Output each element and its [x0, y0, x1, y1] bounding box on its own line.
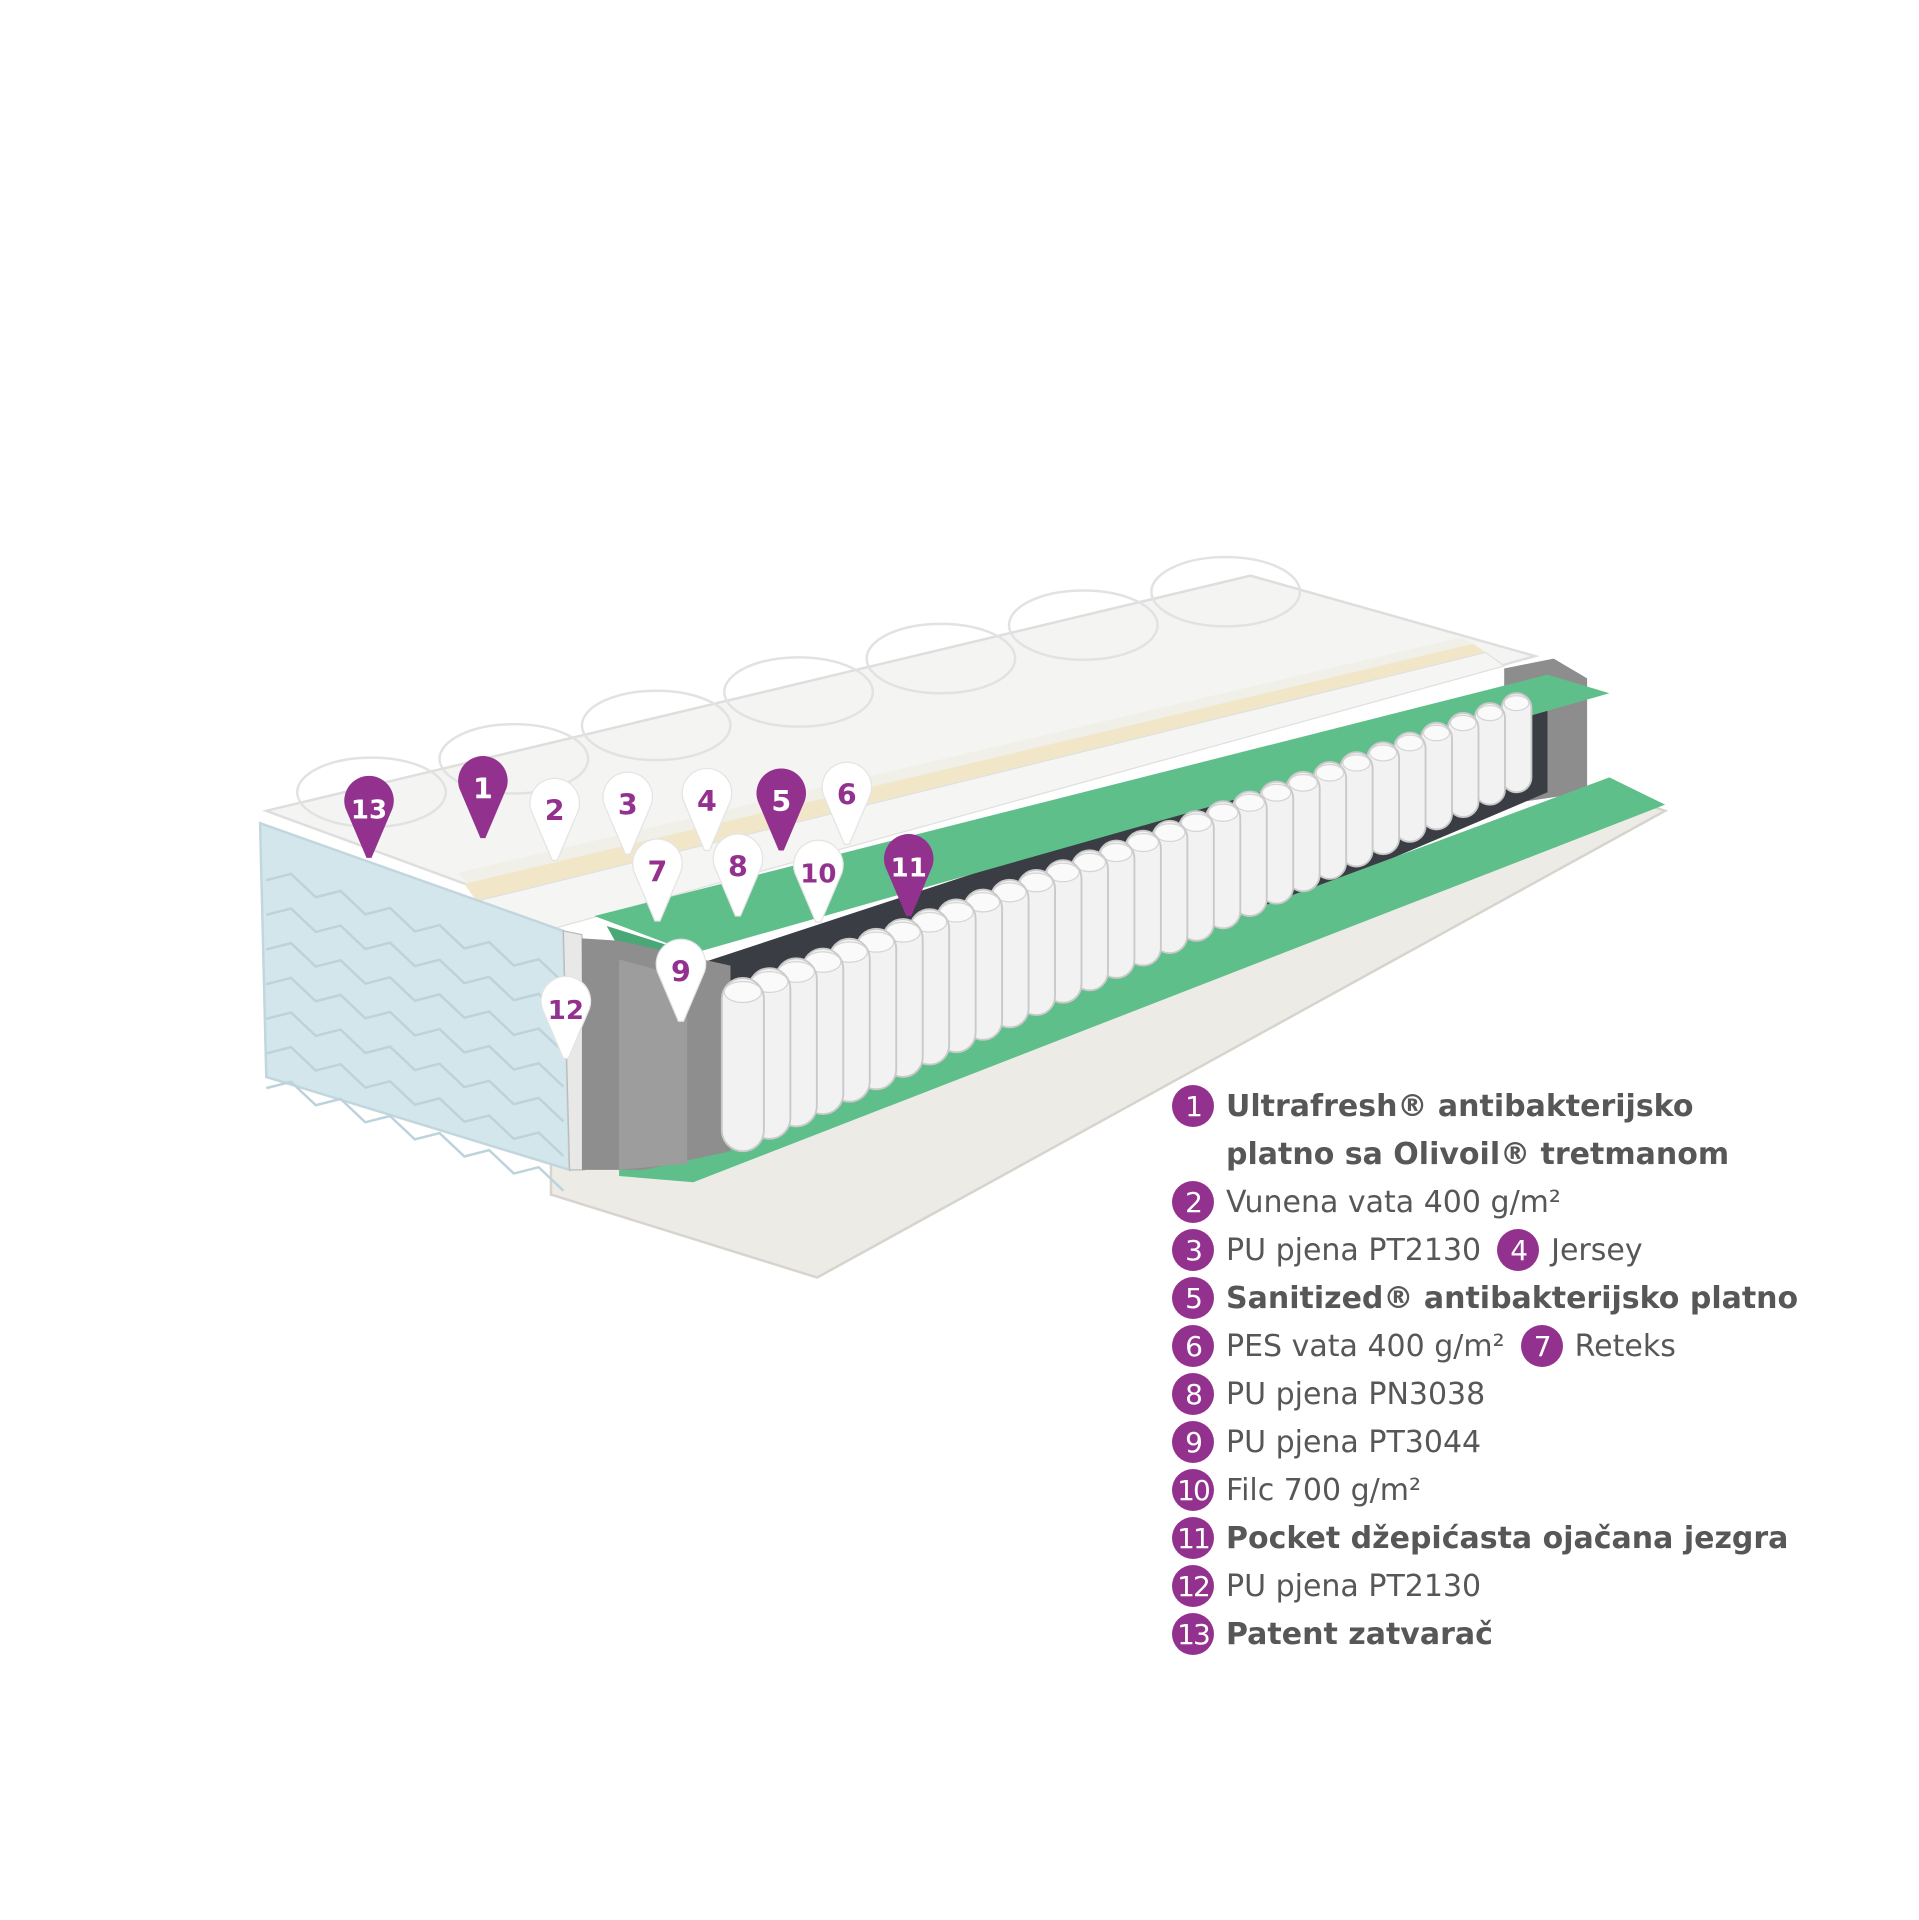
legend-text: PU pjena PT2130: [1226, 1232, 1482, 1268]
wave-line: [265, 976, 565, 1088]
legend-item-2: 2 Vunena vata 400 g/m²: [1172, 1178, 1798, 1226]
legend-item-9: 9 PU pjena PT3044: [1172, 1418, 1798, 1466]
pocket-spring: [1393, 731, 1427, 843]
quilt-cell: [865, 622, 1017, 695]
pocket-spring-core: [720, 692, 1533, 1153]
marker-9[interactable]: 9: [655, 938, 707, 1022]
legend-text: PU pjena PT2130: [1226, 1568, 1482, 1604]
marker-label: 6: [837, 779, 857, 812]
marker-label: 2: [545, 795, 565, 828]
pocket-spring: [1446, 711, 1480, 818]
wave-line: [265, 872, 565, 984]
wave-line: [265, 907, 565, 1019]
marker-label: 4: [697, 785, 717, 818]
marker-label: 5: [771, 785, 791, 818]
pocket-spring: [1473, 702, 1506, 806]
marker-label: 13: [351, 795, 387, 825]
marker-5[interactable]: 5: [756, 768, 806, 851]
legend-item-5: 5 Sanitized® antibakterijsko platno: [1172, 1274, 1798, 1322]
legend-number-badge: 3: [1172, 1229, 1214, 1271]
marker-label: 11: [891, 853, 927, 883]
pocket-spring: [720, 977, 765, 1153]
layer-strip-pu: [464, 643, 1486, 902]
legend-number-badge: 13: [1172, 1613, 1214, 1655]
pocket-spring: [1500, 692, 1533, 794]
legend-text: PU pjena PT3044: [1226, 1424, 1482, 1460]
legend-text: Vunena vata 400 g/m²: [1226, 1184, 1561, 1220]
legend-number-badge: 11: [1172, 1517, 1214, 1559]
legend-number-badge: 2: [1172, 1181, 1214, 1223]
legend-text: Jersey: [1551, 1232, 1643, 1268]
green-foam-top: [594, 674, 1610, 954]
legend-text: Ultrafresh® antibakterijsko: [1226, 1088, 1694, 1124]
legend-item-13: 13 Patent zatvarač: [1172, 1610, 1798, 1658]
quilt-cell: [438, 722, 590, 795]
wave-line: [265, 1011, 565, 1123]
legend-item-12: 12 PU pjena PT2130: [1172, 1562, 1798, 1610]
marker-12[interactable]: 12: [540, 975, 592, 1060]
pocket-spring: [1366, 741, 1401, 856]
legend-item-1: 1 Ultrafresh® antibakterijsko: [1172, 1082, 1798, 1130]
legend-item-3: 3 PU pjena PT2130 4 Jersey: [1172, 1226, 1798, 1274]
legend-number-badge: 6: [1172, 1325, 1214, 1367]
marker-label: 7: [648, 855, 668, 888]
legend-number-badge: 5: [1172, 1277, 1214, 1319]
quilt-cell: [580, 689, 732, 762]
legend-item-11: 11 Pocket džepićasta ojačana jezgra: [1172, 1514, 1798, 1562]
legend-number-badge: 4: [1497, 1229, 1540, 1271]
legend-number-badge: 9: [1172, 1421, 1214, 1463]
quilt-cell: [1007, 589, 1159, 662]
wave-line: [265, 1045, 565, 1157]
pocket-spring: [1285, 770, 1321, 893]
legend-item-1-line2: platno sa Olivoil® tretmanom: [1226, 1136, 1730, 1172]
legend-item-10: 10 Filc 700 g/m²: [1172, 1466, 1798, 1514]
legend-number-badge: 8: [1172, 1373, 1214, 1415]
marker-6[interactable]: 6: [821, 761, 873, 845]
marker-label: 10: [800, 860, 836, 890]
marker-11[interactable]: 11: [883, 834, 934, 917]
marker-label: 8: [728, 850, 748, 883]
marker-4[interactable]: 4: [681, 767, 733, 852]
gray-end-block-face: [619, 959, 688, 1170]
legend-text: Reteks: [1574, 1328, 1676, 1364]
pocket-spring: [1312, 761, 1348, 880]
wave-line: [265, 941, 565, 1053]
marker-label: 12: [548, 996, 584, 1026]
quilt-cell: [1150, 555, 1302, 628]
legend-text: Pocket džepićasta ojačana jezgra: [1226, 1520, 1789, 1556]
marker-label: 9: [671, 956, 691, 989]
legend-text: Patent zatvarač: [1226, 1616, 1493, 1652]
pocket-spring: [1339, 751, 1374, 868]
legend-text: PES vata 400 g/m²: [1226, 1328, 1505, 1364]
legend-text: PU pjena PN3038: [1226, 1376, 1486, 1412]
wave-line: [265, 1080, 565, 1192]
legend-text: Sanitized® antibakterijsko platno: [1226, 1280, 1799, 1316]
legend-number-badge: 10: [1172, 1469, 1214, 1511]
side-wave-pattern: [265, 872, 565, 1192]
legend-number-badge: 1: [1172, 1085, 1214, 1127]
legend-text: Filc 700 g/m²: [1226, 1472, 1421, 1508]
marker-3[interactable]: 3: [602, 771, 654, 855]
marker-13[interactable]: 13: [344, 775, 394, 858]
pocket-spring: [1420, 721, 1453, 831]
legend-item-8: 8 PU pjena PN3038: [1172, 1370, 1798, 1418]
marker-1[interactable]: 1: [458, 756, 508, 839]
quilt-cell: [723, 656, 875, 728]
layer-legend: 1 Ultrafresh® antibakterijsko platno sa Ol…: [1172, 1082, 1798, 1658]
marker-8[interactable]: 8: [712, 833, 764, 917]
marker-10[interactable]: 10: [793, 839, 844, 923]
marker-label: 1: [473, 772, 493, 805]
marker-label: 3: [618, 789, 638, 822]
legend-number-badge: 7: [1520, 1325, 1563, 1367]
marker-7[interactable]: 7: [632, 838, 683, 922]
marker-2[interactable]: 2: [529, 777, 581, 861]
legend-item-6: 6 PES vata 400 g/m² 7 Reteks: [1172, 1322, 1798, 1370]
legend-number-badge: 12: [1172, 1565, 1214, 1607]
